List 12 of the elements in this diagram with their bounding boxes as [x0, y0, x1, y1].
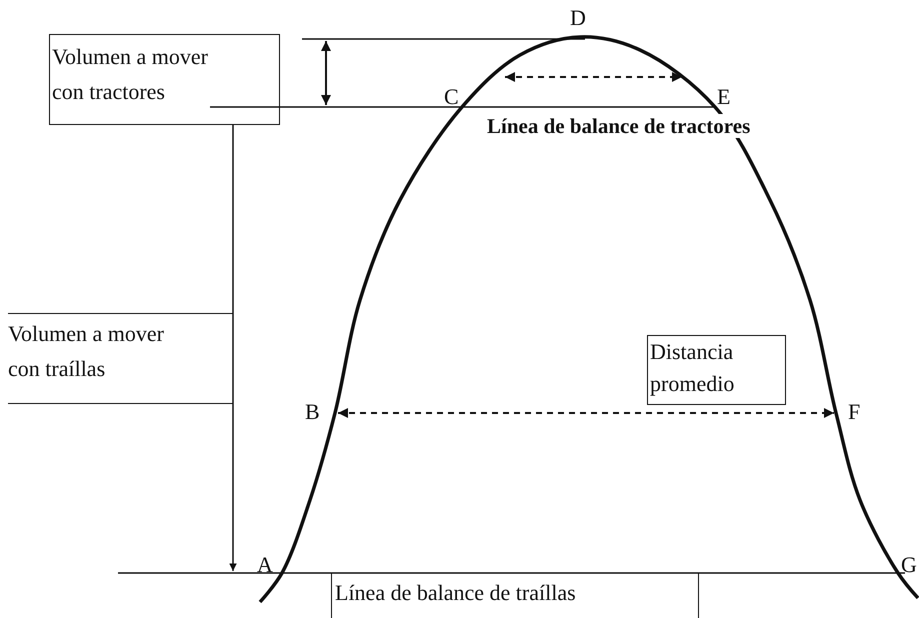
point-label: D	[570, 6, 586, 30]
point-label: F	[848, 400, 860, 424]
point-label: E	[717, 85, 730, 109]
label-band: Volumen a mover con traíllas	[8, 313, 233, 404]
label-box: Línea de balance de traíllas	[331, 573, 699, 618]
point-label: A	[257, 553, 273, 577]
point-label: B	[305, 400, 320, 424]
point-label: G	[901, 553, 917, 577]
text-box: Volumen a mover con tractores	[49, 34, 280, 125]
line-label: Línea de balance de tractores	[487, 114, 750, 138]
text-box: Distancia promedio	[647, 335, 786, 405]
point-label: C	[444, 85, 459, 109]
